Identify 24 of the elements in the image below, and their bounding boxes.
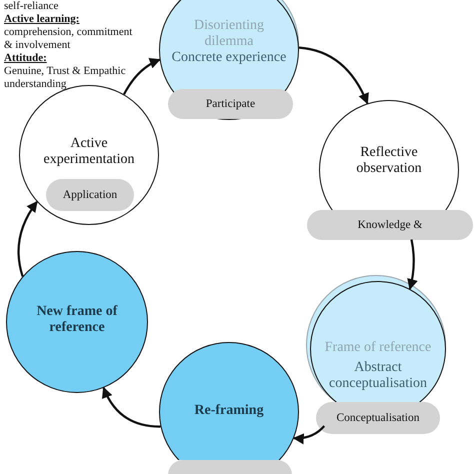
stage-text: Disorienting dilemma: [192, 18, 265, 50]
stage-pill: Knowledge &: [307, 210, 473, 240]
note-text: comprehension, commitment & involvement: [4, 26, 134, 51]
stage-text: Re-framing: [193, 403, 265, 420]
stage-text: Concrete experience: [170, 50, 288, 66]
stage-text: New frame of reference: [36, 304, 118, 336]
arrow: [123, 58, 161, 95]
arrow: [298, 46, 368, 104]
arrow: [17, 200, 38, 277]
arrow: [292, 425, 326, 444]
heading-text: Active learning:: [4, 13, 80, 26]
note-text: self-reliance: [4, 0, 60, 12]
note-text: Genuine, Trust & Empathic understanding: [4, 65, 127, 90]
arrow: [102, 386, 161, 428]
stage-text: Reflective observation: [355, 145, 423, 178]
arrow: [407, 239, 418, 290]
heading-text: Attitude:: [4, 52, 48, 64]
stage-text: Frame of reference: [324, 340, 432, 356]
stage-text: Active experimentation: [42, 136, 136, 168]
stage-text: Abstract conceptualisation: [328, 360, 428, 392]
stage-pill: Conceptualisation: [316, 402, 440, 434]
stage-circle: [310, 281, 446, 402]
stage-pill: Participate: [168, 89, 293, 119]
stage-pill: Application: [46, 179, 134, 211]
